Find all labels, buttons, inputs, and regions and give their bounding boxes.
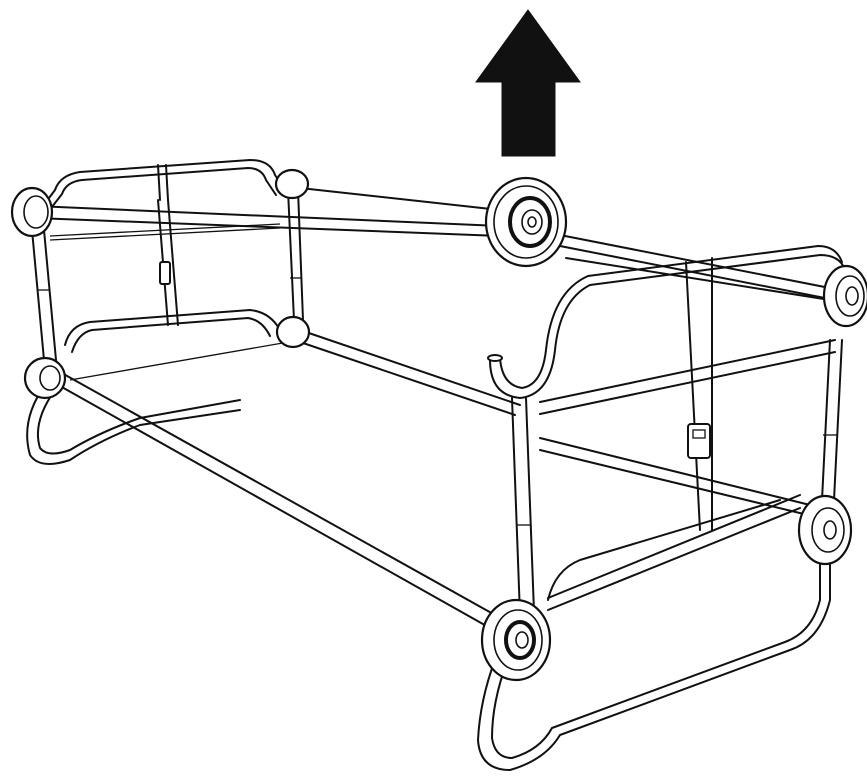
lower-front-hub: [480, 598, 552, 682]
upper-left-hub: [10, 186, 54, 238]
right-frame: [487, 245, 846, 616]
upper-back-left-hub: [274, 168, 310, 200]
right-lower-frame: [477, 499, 831, 771]
upper-frame: [34, 159, 841, 301]
upper-center-hub: [484, 176, 568, 268]
lower-right-back-hub: [797, 494, 853, 566]
lift-up-arrow-icon: [475, 9, 581, 157]
upper-right-hub: [822, 264, 867, 328]
middle-left-hub: [23, 356, 67, 400]
left-lower-frame: [26, 309, 521, 629]
left-posts: [31, 189, 304, 361]
middle-back-hub: [275, 315, 311, 349]
